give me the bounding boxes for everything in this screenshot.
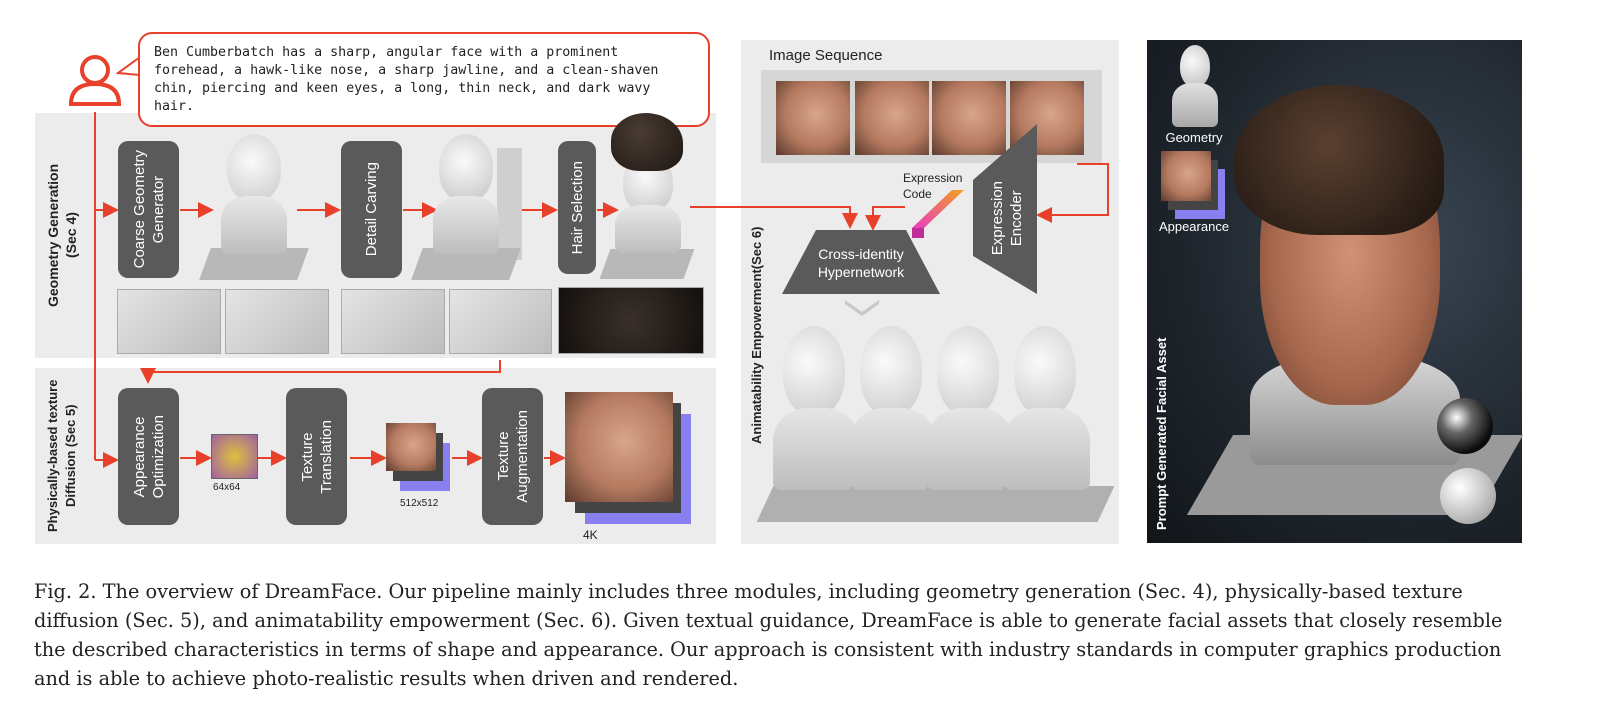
sequence-frame-3 (932, 81, 1006, 155)
coarse-geometry-generator-label: Coarse Geometry Generator (130, 150, 167, 269)
sequence-frame-1 (776, 81, 850, 155)
expression-code-label: Expression Code (903, 171, 963, 201)
hair-selection-box: Hair Selection (558, 141, 596, 274)
texture-augmentation-box: Texture Augmentation (482, 388, 543, 525)
asset-appearance-label: Appearance (1158, 219, 1230, 234)
texture-translation-label: Texture Translation (298, 419, 335, 494)
animated-head-2 (833, 326, 953, 526)
speech-tail (116, 56, 141, 76)
texture-512-label: 512x512 (400, 498, 439, 509)
asset-vertical-label: Prompt Generated Facial Asset (1154, 337, 1169, 530)
hair-detail-thumb (558, 287, 704, 354)
texture-64-label: 64x64 (213, 482, 241, 493)
asset-geometry-label: Geometry (1165, 130, 1223, 145)
expression-encoder-label-wrap: Expression Encoder (980, 168, 1034, 268)
texture-4k-label: 4K (583, 528, 598, 542)
appearance-optimization-label: Appearance Optimization (130, 414, 167, 499)
hypernetwork-shape (782, 230, 940, 294)
animated-head-3 (910, 326, 1030, 526)
generated-asset-render (1186, 65, 1524, 520)
diffuse-sphere (1440, 468, 1496, 524)
section-label-geometry: Geometry Generation (Sec 4) (45, 163, 79, 307)
asset-geometry-thumb (1172, 45, 1220, 129)
texture-translation-box: Texture Translation (286, 388, 347, 525)
image-sequence-title: Image Sequence (769, 47, 883, 64)
expression-encoder-label: Expression Encoder (989, 180, 1025, 256)
expression-encoder-shape (973, 124, 1037, 294)
carved-detail-thumb-nose (341, 289, 445, 354)
coarse-detail-thumb-nose (117, 289, 221, 354)
texture-4k-stack (565, 392, 693, 526)
appearance-optimization-box: Appearance Optimization (118, 388, 179, 525)
detail-carving-label: Detail Carving (363, 162, 380, 257)
user-icon (68, 55, 122, 106)
sequence-frame-2 (855, 81, 929, 155)
hypernetwork-label: Cross-identity Hypernetwork (817, 246, 905, 280)
hair-selection-label: Hair Selection (568, 160, 586, 255)
figure-caption: Fig. 2. The overview of DreamFace. Our p… (34, 580, 1503, 690)
chrome-sphere (1437, 398, 1493, 454)
texture-512-stack (386, 423, 452, 493)
expression-code-bar (912, 190, 964, 238)
hair-head-render (599, 113, 695, 283)
coarse-head-render (199, 130, 309, 282)
texture-augmentation-label: Texture Augmentation (494, 410, 531, 503)
coarse-geometry-generator-box: Coarse Geometry Generator (118, 141, 179, 278)
texture-64-thumb (211, 434, 258, 479)
prompt-text-bubble: Ben Cumberbatch has a sharp, angular fac… (138, 32, 710, 127)
asset-appearance-stack (1161, 151, 1227, 221)
section-label-texture: Physically-based texture Diffusion (Sec … (45, 379, 78, 533)
detail-carving-box: Detail Carving (341, 141, 402, 278)
detailed-head-render (411, 130, 522, 282)
animated-head-1 (756, 326, 876, 526)
animated-head-4 (987, 326, 1115, 526)
chevron-down-icon (845, 300, 879, 316)
coarse-detail-thumb-skin (225, 289, 329, 354)
carved-detail-thumb-skin (449, 289, 552, 354)
